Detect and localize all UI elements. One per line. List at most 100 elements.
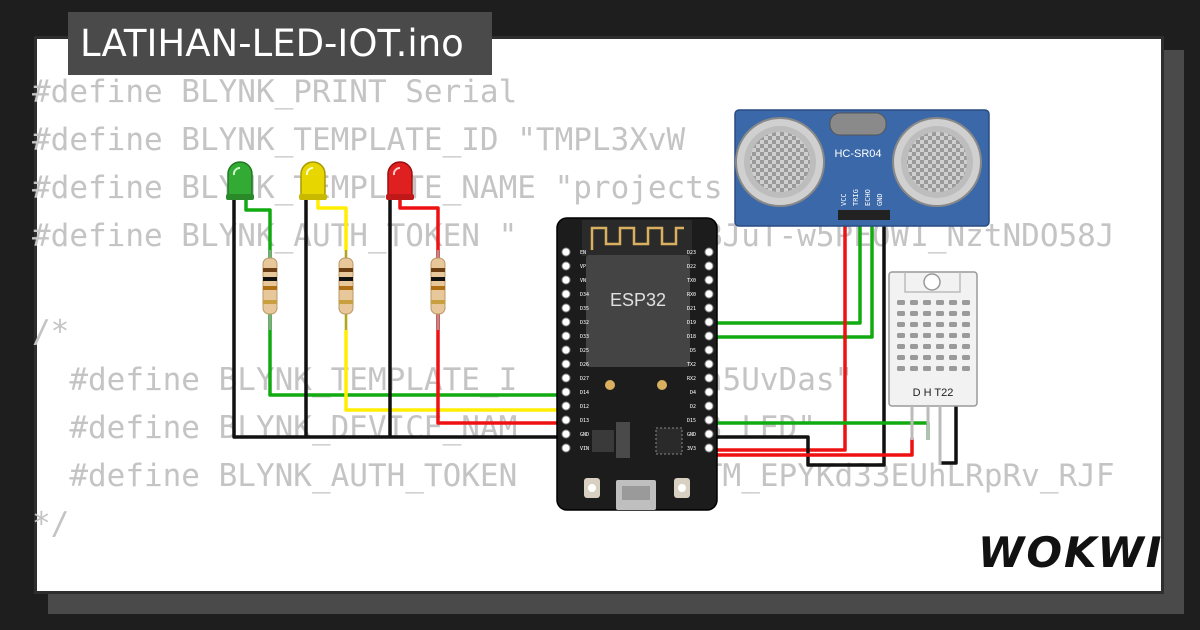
pin-label: D5 bbox=[690, 348, 696, 354]
pin-label: D15 bbox=[687, 418, 696, 424]
pin-label: GND bbox=[580, 432, 589, 438]
transducer-left bbox=[735, 117, 825, 207]
ultrasonic-pin-label: VCC bbox=[840, 193, 848, 206]
ultrasonic-label: HC-SR04 bbox=[834, 148, 881, 160]
pin-label: TX0 bbox=[687, 278, 696, 284]
pin-label: VN bbox=[580, 278, 586, 284]
pin-rx0[interactable] bbox=[704, 289, 714, 299]
pin-label: D32 bbox=[580, 320, 589, 326]
wire-dht-vcc bbox=[709, 438, 914, 457]
pin-label: D34 bbox=[580, 292, 589, 298]
pin-d14[interactable] bbox=[561, 387, 571, 397]
code-line: */ bbox=[32, 506, 70, 542]
resistor-2[interactable] bbox=[338, 250, 354, 330]
pin-label: D19 bbox=[687, 320, 696, 326]
pin-label: D22 bbox=[687, 264, 696, 270]
pin-label: D18 bbox=[687, 334, 696, 340]
wire-red-res bbox=[436, 310, 566, 425]
pin-d33[interactable] bbox=[561, 331, 571, 341]
pin-d21[interactable] bbox=[704, 303, 714, 313]
pin-label: TX2 bbox=[687, 362, 696, 368]
pin-d32[interactable] bbox=[561, 317, 571, 327]
pin-label: D4 bbox=[690, 390, 696, 396]
pin-label: D25 bbox=[580, 348, 589, 354]
esp32-board[interactable]: ESP32 ENVPVND34D35D32D33D25D26D27D14D12D… bbox=[556, 217, 718, 511]
dht22-label: D H T22 bbox=[913, 387, 954, 399]
pin-rx2[interactable] bbox=[704, 373, 714, 383]
pin-label: D33 bbox=[580, 334, 589, 340]
wire-hc-vcc bbox=[709, 215, 847, 452]
pin-d18[interactable] bbox=[704, 331, 714, 341]
pin-d2[interactable] bbox=[704, 401, 714, 411]
code-line: #define BLYNK_DEVICE_NAM 3 LED" bbox=[32, 410, 816, 446]
wire-trig bbox=[709, 215, 862, 325]
pin-d13[interactable] bbox=[561, 415, 571, 425]
code-line: /* bbox=[32, 314, 70, 350]
pin-en[interactable] bbox=[561, 247, 571, 257]
pin-d23[interactable] bbox=[704, 247, 714, 257]
pin-d27[interactable] bbox=[561, 373, 571, 383]
pin-d19[interactable] bbox=[704, 317, 714, 327]
pin-d26[interactable] bbox=[561, 359, 571, 369]
ultrasonic-pin-label: TRIG bbox=[852, 189, 860, 206]
pin-label: D12 bbox=[580, 404, 589, 410]
resistor-3[interactable] bbox=[430, 250, 446, 330]
dht-vents bbox=[897, 300, 970, 371]
ultrasonic-pins: VCC TRIG ECHO GND bbox=[840, 189, 884, 206]
pin-d25[interactable] bbox=[561, 345, 571, 355]
pin-d22[interactable] bbox=[704, 261, 714, 271]
pin-d12[interactable] bbox=[561, 401, 571, 411]
pin-label: D13 bbox=[580, 418, 589, 424]
pin-d15[interactable] bbox=[704, 415, 714, 425]
pin-label: RX2 bbox=[687, 376, 696, 382]
pin-d5[interactable] bbox=[704, 345, 714, 355]
dht22-sensor[interactable]: D H T22 bbox=[888, 271, 978, 465]
pin-vn[interactable] bbox=[561, 275, 571, 285]
pin-tx2[interactable] bbox=[704, 359, 714, 369]
ultrasonic-pin-label: ECHO bbox=[864, 189, 872, 206]
wire-led-gnd bbox=[232, 200, 566, 439]
pin-tx0[interactable] bbox=[704, 275, 714, 285]
wire-green-res bbox=[268, 310, 566, 397]
pin-label: D23 bbox=[687, 250, 696, 256]
pin-label: VP bbox=[580, 264, 586, 270]
esp32-label: ESP32 bbox=[610, 290, 666, 310]
ultrasonic-pin-label: GND bbox=[876, 193, 884, 206]
pin-label: D2 bbox=[690, 404, 696, 410]
pin-d35[interactable] bbox=[561, 303, 571, 313]
wire-yellow-res bbox=[344, 310, 566, 412]
project-title[interactable]: LATIHAN-LED-IOT.ino bbox=[68, 12, 492, 75]
wire-echo bbox=[709, 215, 874, 339]
pin-label: VIN bbox=[580, 446, 589, 452]
resistor-1[interactable] bbox=[262, 250, 278, 330]
pin-label: RX0 bbox=[687, 292, 696, 298]
pin-label: D21 bbox=[687, 306, 696, 312]
pin-d4[interactable] bbox=[704, 387, 714, 397]
pin-label: D14 bbox=[580, 390, 589, 396]
pin-label: GND bbox=[687, 432, 696, 438]
pin-label: D26 bbox=[580, 362, 589, 368]
code-line: #define BLYNK_TEMPLATE_ID "TMPL3XvW bbox=[32, 122, 686, 158]
pin-label: 3V3 bbox=[687, 446, 696, 452]
pin-gnd[interactable] bbox=[704, 429, 714, 439]
transducer-right bbox=[892, 117, 982, 207]
pin-label: EN bbox=[580, 250, 586, 256]
pin-label: D35 bbox=[580, 306, 589, 312]
pin-vin[interactable] bbox=[561, 443, 571, 453]
wire-dht-gnd bbox=[940, 405, 958, 465]
wire-hc-gnd bbox=[709, 215, 886, 467]
pin-d34[interactable] bbox=[561, 289, 571, 299]
pin-3v3[interactable] bbox=[704, 443, 714, 453]
code-line: #define BLYNK_PRINT Serial bbox=[32, 74, 518, 110]
led-green[interactable] bbox=[226, 161, 254, 200]
pin-label: D27 bbox=[580, 376, 589, 382]
wokwi-logo[interactable]: WOKWI bbox=[978, 528, 1164, 577]
led-yellow[interactable] bbox=[299, 161, 327, 200]
pin-gnd[interactable] bbox=[561, 429, 571, 439]
pin-vp[interactable] bbox=[561, 261, 571, 271]
ultrasonic-sensor[interactable]: HC-SR04 VCC TRIG ECHO GND bbox=[734, 109, 990, 227]
led-red[interactable] bbox=[386, 161, 414, 200]
